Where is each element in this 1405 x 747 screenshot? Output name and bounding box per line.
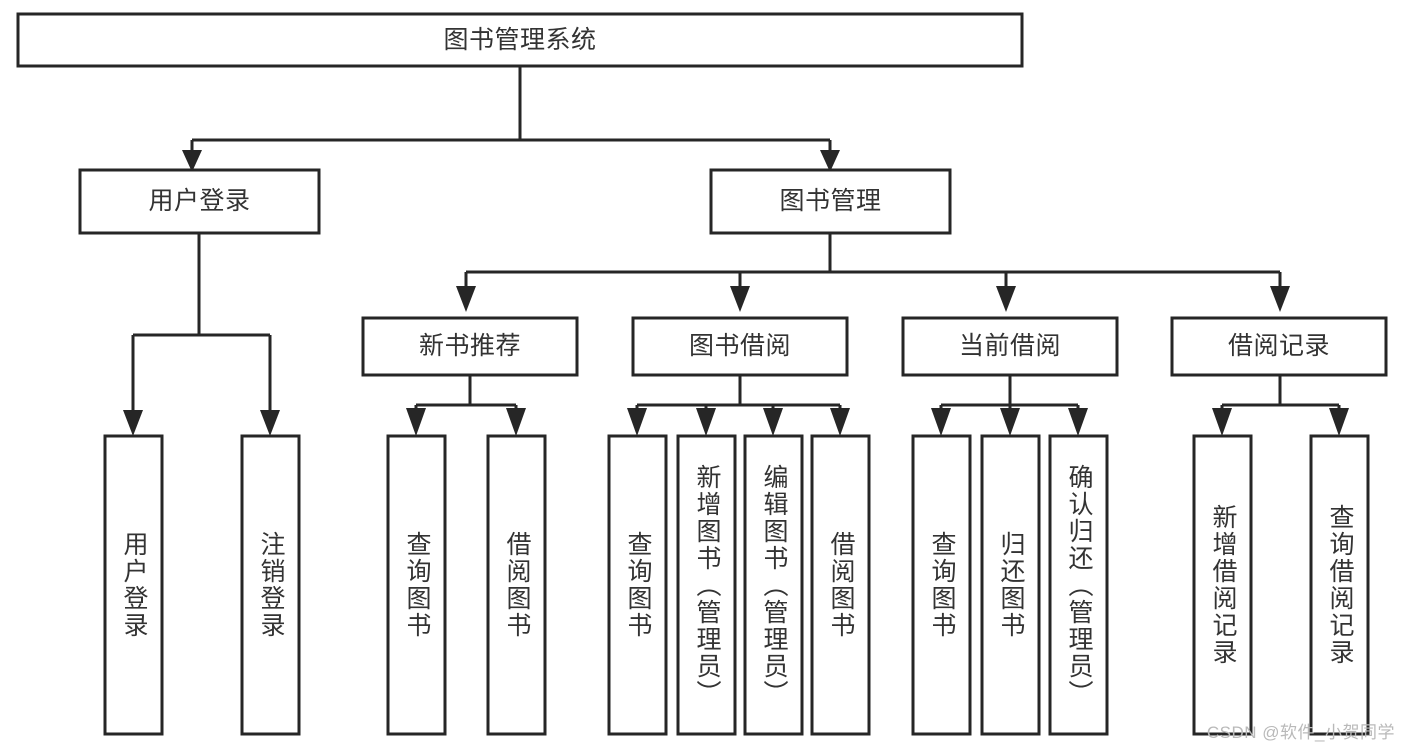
node-box-borrow-record[interactable] (1170, 316, 1388, 377)
node-box-user-login[interactable] (78, 168, 321, 235)
leaf-box-book-borrow-0[interactable] (607, 434, 668, 736)
leaf-box-current-borrow-2[interactable] (1048, 434, 1109, 736)
leaf-box-borrow-record-1[interactable] (1309, 434, 1370, 736)
connector-new-book-to-leaves (406, 375, 526, 436)
connector-user-login-to-leaves (123, 233, 280, 436)
leaf-box-current-borrow-1[interactable] (980, 434, 1041, 736)
node-box-book-manage[interactable] (709, 168, 952, 235)
node-box-root[interactable] (16, 12, 1024, 68)
leaf-box-book-borrow-3[interactable] (810, 434, 871, 736)
leaf-box-current-borrow-0[interactable] (911, 434, 972, 736)
connector-root-to-level2 (182, 66, 840, 172)
leaf-box-book-borrow-1[interactable] (676, 434, 737, 736)
leaf-box-borrow-record-0[interactable] (1192, 434, 1253, 736)
connector-current-borrow-to-leaves (931, 375, 1088, 436)
leaf-box-book-borrow-2[interactable] (743, 434, 804, 736)
leaf-box-user-login-1[interactable] (240, 434, 301, 736)
connector-book-manage-to-level3 (456, 233, 1290, 312)
connector-borrow-record-to-leaves (1212, 375, 1349, 436)
leaf-box-user-login-0[interactable] (103, 434, 164, 736)
leaf-box-new-book-0[interactable] (386, 434, 447, 736)
node-box-current-borrow[interactable] (901, 316, 1119, 377)
node-box-book-borrow[interactable] (631, 316, 849, 377)
watermark-text: CSDN @软件_小贺同学 (1206, 723, 1395, 742)
leaf-box-new-book-1[interactable] (486, 434, 547, 736)
node-box-new-book-recommend[interactable] (361, 316, 579, 377)
connector-book-borrow-to-leaves (627, 375, 850, 436)
